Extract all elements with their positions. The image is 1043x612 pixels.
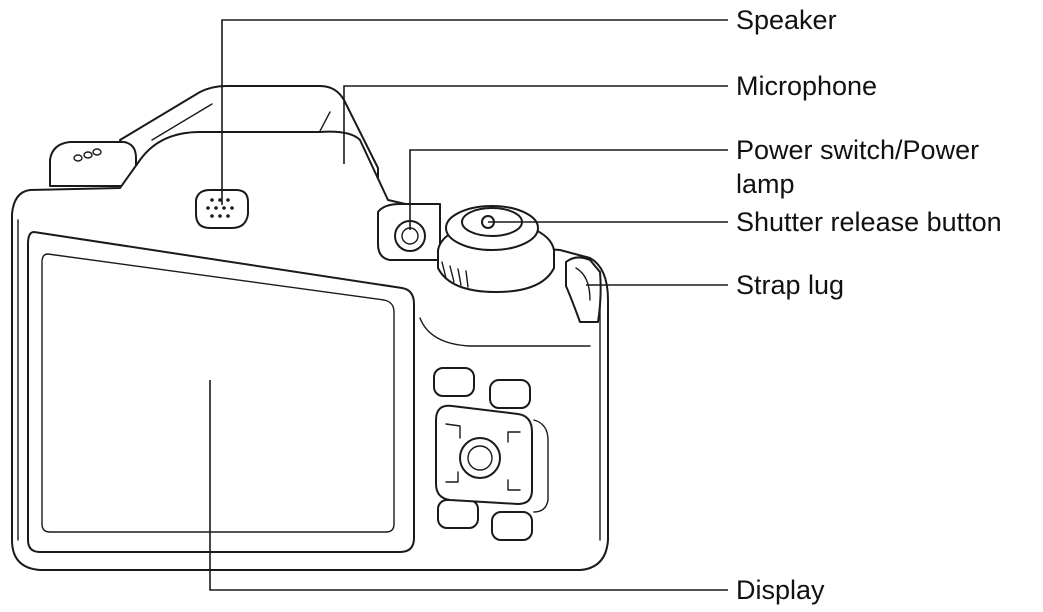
control-buttons <box>433 367 549 541</box>
display-screen <box>27 231 415 553</box>
label-display: Display <box>736 575 825 605</box>
shutter-dial <box>437 205 555 293</box>
leader-microphone <box>343 85 728 164</box>
leader-power <box>409 149 728 230</box>
label-shutter: Shutter release button <box>736 207 1002 237</box>
label-microphone: Microphone <box>736 71 878 101</box>
strap-lug <box>565 256 602 323</box>
label-speaker: Speaker <box>736 5 837 35</box>
label-power-line2: lamp <box>736 169 795 199</box>
leader-lines <box>209 19 728 591</box>
leader-speaker <box>221 19 728 205</box>
dpad <box>435 404 533 505</box>
camera-left-top <box>49 141 137 187</box>
label-power-line1: Power switch/Power <box>736 135 980 165</box>
speaker-grille <box>195 189 249 229</box>
power-button <box>377 203 441 261</box>
leader-display <box>209 380 728 591</box>
label-strap: Strap lug <box>736 270 845 300</box>
